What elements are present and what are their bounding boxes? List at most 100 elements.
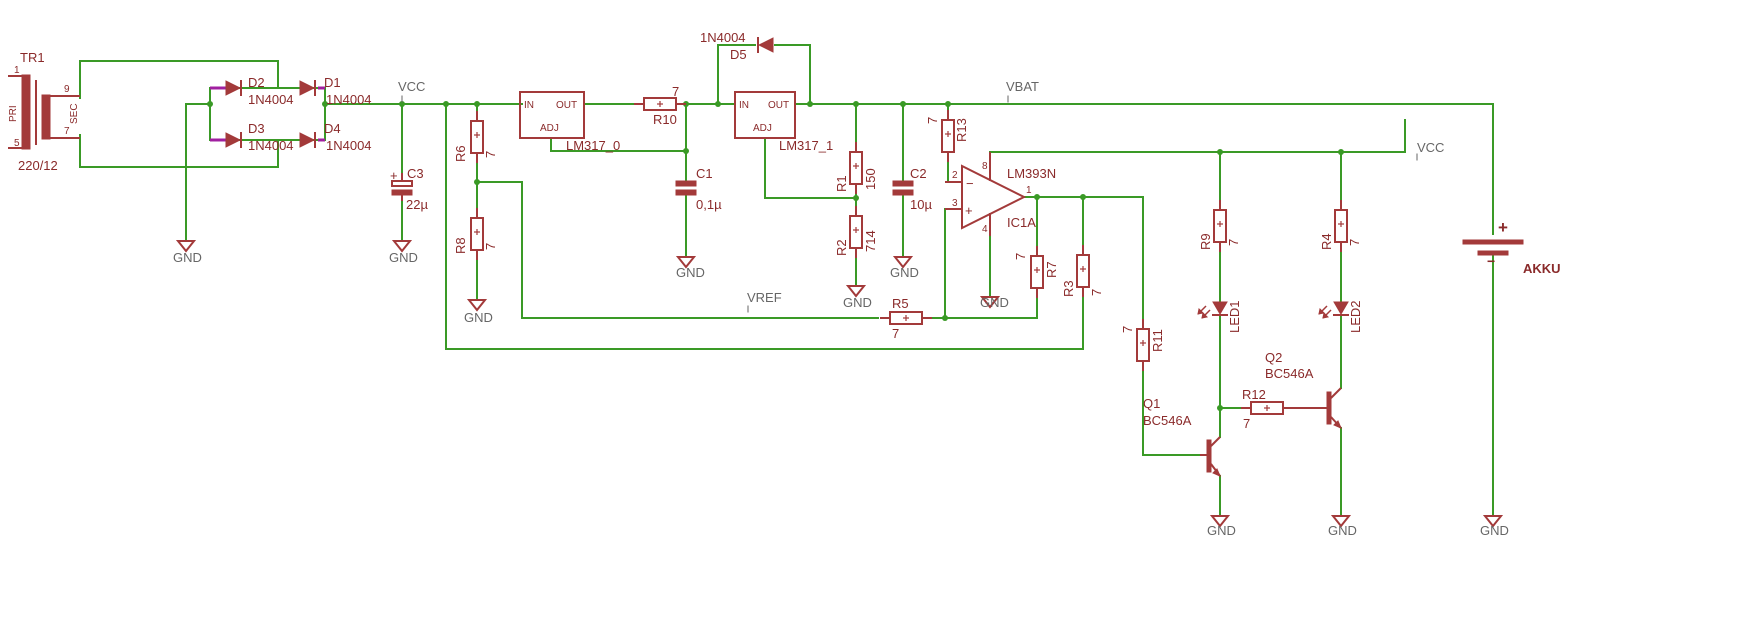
r10-value: 7 xyxy=(672,84,679,99)
net-labels: VCC VBAT VREF VCC xyxy=(398,79,1444,313)
r4-name: R4 xyxy=(1319,233,1334,250)
lm317-0-out: OUT xyxy=(556,100,577,111)
svg-text:GND: GND xyxy=(1480,523,1509,538)
d5-value: 1N4004 xyxy=(700,30,746,45)
r6-value: 7 xyxy=(483,151,498,158)
svg-text:GND: GND xyxy=(890,265,919,280)
resistor-r11: 7 R11 xyxy=(1120,318,1165,372)
svg-text:GND: GND xyxy=(389,250,418,265)
tr1-name: TR1 xyxy=(20,50,45,65)
lm317-1-name: LM317_1 xyxy=(779,138,833,153)
r1-name: R1 xyxy=(834,175,849,192)
resistor-r8: R8 7 xyxy=(453,207,498,261)
gnd-symbol-10: GND xyxy=(1480,515,1509,538)
d3-value: 1N4004 xyxy=(248,138,294,153)
tr1-pin-5: 5 xyxy=(14,138,20,149)
diode-d1: D1 1N4004 xyxy=(299,75,372,107)
akku-minus: − xyxy=(1487,253,1495,269)
r13-name: R13 xyxy=(954,118,969,142)
led-1: LED1 xyxy=(1197,300,1242,333)
svg-text:GND: GND xyxy=(843,295,872,310)
r6-name: R6 xyxy=(453,145,468,162)
ic1a-plus: + xyxy=(965,203,973,218)
r4-value: 7 xyxy=(1347,239,1362,246)
capacitor-c3: + C3 22µ xyxy=(390,166,428,212)
r9-name: R9 xyxy=(1198,233,1213,250)
c2-name: C2 xyxy=(910,166,927,181)
gnd-symbol-2: GND xyxy=(389,240,418,265)
d1-name: D1 xyxy=(324,75,341,90)
q1-value: BC546A xyxy=(1143,413,1192,428)
lm317-0-adj: ADJ xyxy=(540,123,559,134)
tr1-pin-1: 1 xyxy=(14,65,20,76)
led2-name: LED2 xyxy=(1348,300,1363,333)
svg-text:GND: GND xyxy=(1207,523,1236,538)
net-label-vref: VREF xyxy=(747,290,782,305)
transistor-q2: Q2 BC546A xyxy=(1265,350,1342,429)
r7-value: 7 xyxy=(1013,253,1028,260)
r5-name: R5 xyxy=(892,296,909,311)
r9-value: 7 xyxy=(1226,239,1241,246)
d2-value: 1N4004 xyxy=(248,92,294,107)
diode-d2: D2 1N4004 xyxy=(210,75,294,107)
svg-text:GND: GND xyxy=(1328,523,1357,538)
gnd-symbol-1: GND xyxy=(173,240,202,265)
diode-d5: 1N4004 D5 xyxy=(700,30,774,62)
svg-text:GND: GND xyxy=(173,250,202,265)
akku-plus: + xyxy=(1498,218,1508,237)
lm317-1-adj: ADJ xyxy=(753,123,772,134)
d5-name: D5 xyxy=(730,47,747,62)
tr1-pin-9: 9 xyxy=(64,84,70,95)
battery-akku: + − AKKU xyxy=(1462,218,1561,276)
gnd-symbol-6: GND xyxy=(890,256,919,280)
q2-value: BC546A xyxy=(1265,366,1314,381)
tr1-pin-7: 7 xyxy=(64,126,70,137)
d4-name: D4 xyxy=(324,121,341,136)
r12-name: R12 xyxy=(1242,387,1266,402)
gnd-symbol-7: GND xyxy=(980,295,1009,310)
d1-value: 1N4004 xyxy=(326,92,372,107)
q2-name: Q2 xyxy=(1265,350,1282,365)
regulator-lm317-0: IN OUT ADJ LM317_0 xyxy=(519,91,620,153)
resistor-r3: R3 7 xyxy=(1061,244,1104,298)
ic1a-value: LM393N xyxy=(1007,166,1056,181)
resistor-r6: R6 7 xyxy=(453,110,498,164)
r1-value: 150 xyxy=(863,168,878,190)
tr1-value: 220/12 xyxy=(18,158,58,173)
r12-value: 7 xyxy=(1243,416,1250,431)
d4-value: 1N4004 xyxy=(326,138,372,153)
d3-name: D3 xyxy=(248,121,265,136)
ic1a-pin-4: 4 xyxy=(982,224,988,235)
akku-name: AKKU xyxy=(1523,261,1561,276)
resistor-r10: 7 R10 xyxy=(633,84,687,127)
c3-value: 22µ xyxy=(406,197,428,212)
led-2: LED2 xyxy=(1318,300,1363,333)
r10-name: R10 xyxy=(653,112,677,127)
gnd-symbol-8: GND xyxy=(1207,515,1236,538)
resistor-r2: R2 714 xyxy=(834,205,878,259)
ic1a-pin-1: 1 xyxy=(1026,185,1032,196)
transistor-q1: Q1 BC546A xyxy=(1143,396,1221,477)
ic1a-pin-2: 2 xyxy=(952,170,958,181)
ic1a-minus: − xyxy=(966,176,974,191)
gnd-symbol-9: GND xyxy=(1328,515,1357,538)
resistor-r1: R1 150 xyxy=(834,141,878,195)
led1-name: LED1 xyxy=(1227,300,1242,333)
lm317-0-name: LM317_0 xyxy=(566,138,620,153)
c1-name: C1 xyxy=(696,166,713,181)
r7-name: R7 xyxy=(1044,261,1059,278)
lm317-0-in: IN xyxy=(524,100,534,111)
regulator-lm317-1: IN OUT ADJ LM317_1 xyxy=(734,91,833,153)
net-label-vcc: VCC xyxy=(398,79,425,94)
svg-text:GND: GND xyxy=(980,295,1009,310)
transformer-tr1: TR1 220/12 1 5 9 7 PRI SEC xyxy=(8,50,80,173)
r5-value: 7 xyxy=(892,326,899,341)
svg-text:GND: GND xyxy=(464,310,493,325)
tr1-secondary-label: SEC xyxy=(69,103,80,124)
r2-name: R2 xyxy=(834,239,849,256)
r11-name: R11 xyxy=(1150,329,1165,352)
net-label-vcc-2: VCC xyxy=(1417,140,1444,155)
resistor-r7: 7 R7 xyxy=(1013,245,1059,299)
resistor-r5: R5 7 xyxy=(879,296,933,341)
